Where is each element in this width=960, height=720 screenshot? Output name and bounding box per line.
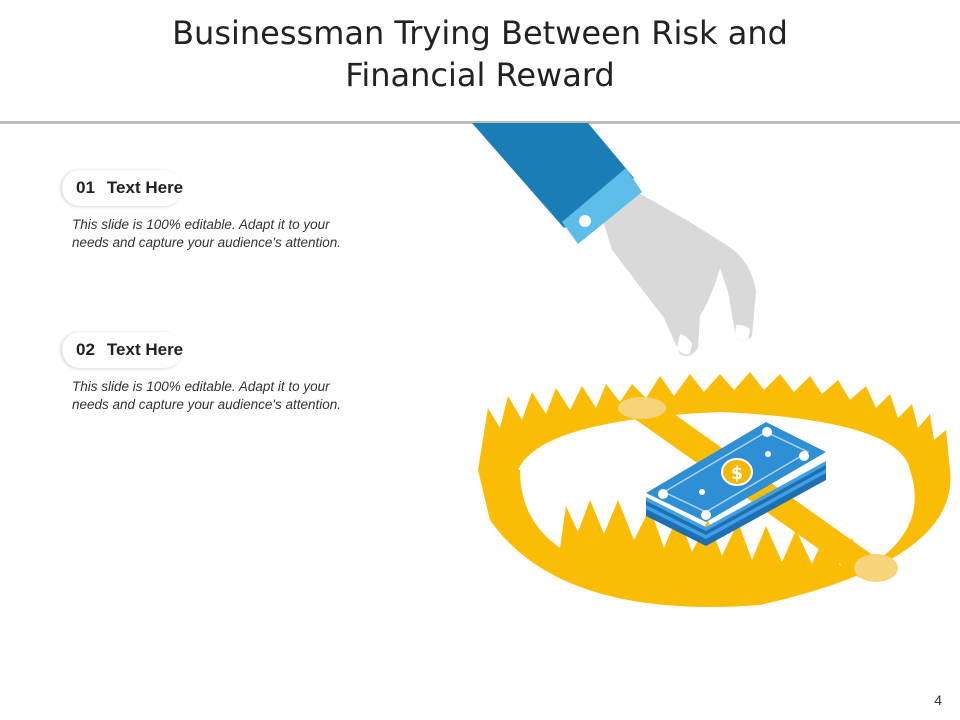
- money-dot: [765, 451, 771, 457]
- thumbnail-2: [735, 324, 750, 342]
- title-divider: [0, 121, 960, 124]
- text-item-01: 01 Text Here This slide is 100% editable…: [62, 170, 402, 252]
- hand-icon: [472, 123, 756, 356]
- item-number: 02: [76, 340, 95, 359]
- desc-line: This slide is 100% editable. Adapt it to…: [72, 379, 330, 394]
- text-item-02: 02 Text Here This slide is 100% editable…: [62, 332, 402, 414]
- trap-joint-right: [854, 554, 898, 582]
- cuff-button: [579, 215, 591, 227]
- coin: [721, 458, 753, 486]
- item-label: Text Here: [106, 178, 184, 197]
- trap-back-jaw: [478, 372, 950, 470]
- item-description: This slide is 100% editable. Adapt it to…: [72, 216, 382, 252]
- thumbnail-1: [677, 334, 692, 355]
- hand-shape: [596, 188, 756, 356]
- item-number: 01: [76, 178, 95, 197]
- desc-line: This slide is 100% editable. Adapt it to…: [72, 217, 330, 232]
- money-dot: [799, 451, 809, 461]
- money-inner: [662, 431, 810, 513]
- coin-symbol: $: [731, 463, 744, 484]
- item-pill: 02 Text Here: [62, 332, 184, 368]
- title-line-1: Businessman Trying Between Risk and: [172, 14, 788, 52]
- dollar-coin-icon: $: [721, 458, 753, 486]
- slide-title: Businessman Trying Between Risk and Fina…: [0, 12, 960, 96]
- desc-line: needs and capture your audience's attent…: [72, 235, 342, 250]
- item-description: This slide is 100% editable. Adapt it to…: [72, 378, 382, 414]
- page-number: 4: [934, 692, 942, 708]
- item-pill: 01 Text Here: [62, 170, 184, 206]
- money-dot: [699, 489, 705, 495]
- money-dot: [762, 427, 772, 437]
- desc-line: needs and capture your audience's attent…: [72, 397, 342, 412]
- trap-joint-left: [618, 397, 666, 419]
- item-label: Text Here: [106, 340, 184, 359]
- money-dot: [701, 510, 711, 520]
- money-dot: [658, 489, 668, 499]
- title-line-2: Financial Reward: [345, 56, 615, 94]
- money-layer: [646, 462, 826, 546]
